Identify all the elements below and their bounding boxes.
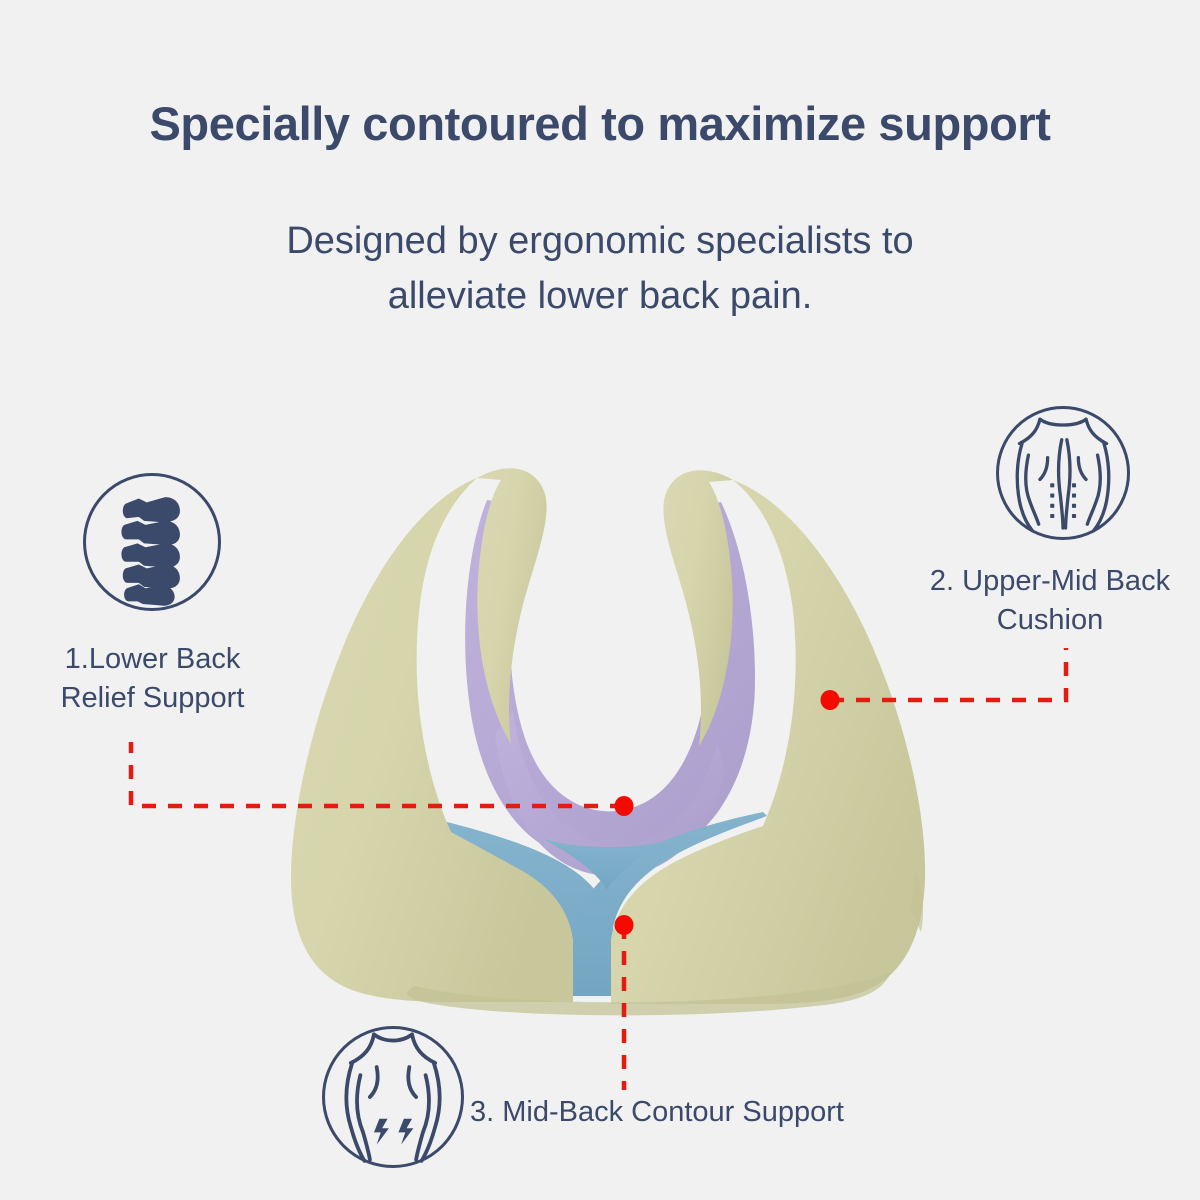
callout-mid-line-1: 3. Mid-Back Contour Support bbox=[470, 1096, 844, 1128]
page-subtitle-line-1: Designed by ergonomic specialists to bbox=[286, 220, 914, 262]
lower-back-pain-icon bbox=[322, 1026, 464, 1168]
callout-lower-line-1: 1.Lower Back bbox=[64, 643, 241, 675]
callout-lower-line-2: Relief Support bbox=[60, 682, 245, 715]
callout-upper-line-1: 2. Upper-Mid Back bbox=[929, 565, 1171, 597]
callout-label-mid-back: 3. Mid-Back Contour Support bbox=[470, 1093, 920, 1132]
callout-label-upper-mid-back: 2. Upper-Mid Back Cushion bbox=[905, 562, 1195, 640]
page-subtitle-line-2: alleviate lower back pain. bbox=[387, 275, 813, 318]
callout-label-lower-back: 1.Lower Back Relief Support bbox=[20, 640, 285, 718]
spine-vertebrae-icon bbox=[83, 473, 221, 611]
cushion-outer-body bbox=[291, 468, 926, 1016]
upper-back-spine-icon bbox=[996, 406, 1130, 540]
product-illustration bbox=[255, 440, 955, 1020]
callout-upper-line-2: Cushion bbox=[996, 604, 1104, 637]
page-title: Specially contoured to maximize support bbox=[149, 97, 1051, 150]
page-subtitle: Designed by ergonomic specialists to all… bbox=[0, 214, 1200, 324]
